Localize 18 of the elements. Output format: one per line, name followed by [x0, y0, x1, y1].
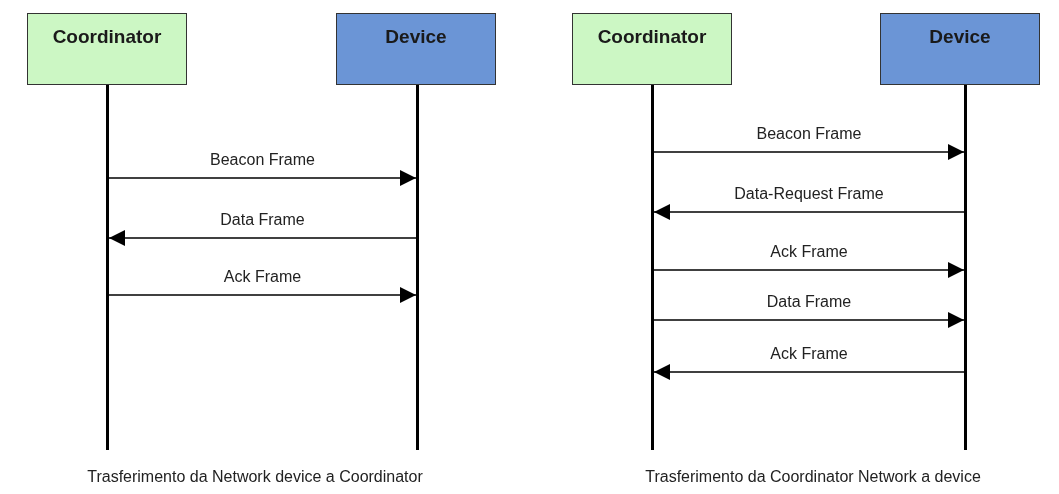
participant-box: Device [880, 13, 1040, 85]
message-arrow [108, 170, 417, 186]
caption: Trasferimento da Network device a Coordinator [87, 468, 423, 486]
lifeline [416, 85, 419, 450]
participant-box: Device [336, 13, 496, 85]
lifeline [964, 85, 967, 450]
participant-box: Coordinator [27, 13, 187, 85]
lifeline [651, 85, 654, 450]
message-arrow [653, 312, 965, 328]
message-arrow [108, 287, 417, 303]
caption: Trasferimento da Coordinator Network a device [645, 468, 981, 486]
message-arrow [653, 364, 965, 380]
message-arrow [108, 230, 417, 246]
message-arrow [653, 204, 965, 220]
participant-box: Coordinator [572, 13, 732, 85]
message-arrow [653, 262, 965, 278]
lifeline [106, 85, 109, 450]
message-arrow [653, 144, 965, 160]
